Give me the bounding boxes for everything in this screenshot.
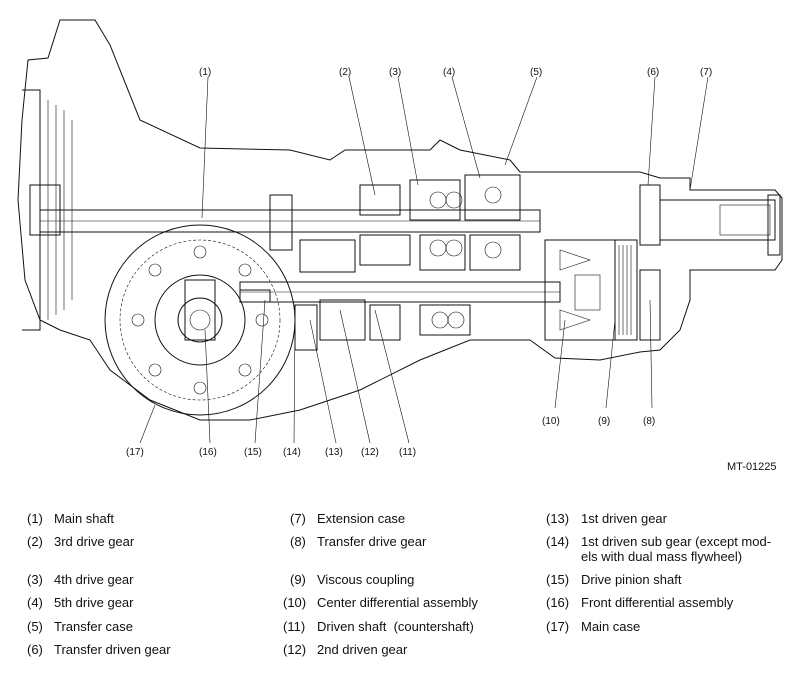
- legend-text: Transfer driven gear: [54, 642, 171, 657]
- callout-8: (8): [643, 416, 655, 427]
- callout-labels: (1) (2) (3) (4) (5) (6) (7) (8) (9) (10)…: [126, 67, 712, 458]
- drive-pinion-shaft: [239, 289, 271, 303]
- callout-5: (5): [530, 67, 542, 78]
- legend-text: 1st driven gear: [581, 511, 667, 526]
- callout-3: (3): [389, 67, 401, 78]
- legend-num: (7): [290, 511, 306, 526]
- legend-text: 5th drive gear: [54, 595, 134, 610]
- legend-num: (10): [283, 595, 307, 610]
- legend-text: 3rd drive gear: [54, 534, 135, 549]
- legend-text: Viscous coupling: [317, 572, 415, 587]
- callout-16: (16): [199, 447, 217, 458]
- legend-text: Drive pinion shaft: [581, 572, 682, 587]
- callout-9: (9): [598, 416, 610, 427]
- legend-num: (8): [290, 534, 306, 549]
- viscous-coupling: [614, 239, 638, 341]
- figure-code: MT-01225: [727, 461, 777, 473]
- transmission-cutaway-diagram: (1) (2) (3) (4) (5) (6) (7) (8) (9) (10)…: [17, 19, 783, 458]
- legend-num: (5): [27, 619, 43, 634]
- transfer-gears: [639, 184, 781, 341]
- legend-text: Front differential assembly: [581, 595, 734, 610]
- legend-text: Center differential assembly: [317, 595, 478, 610]
- legend-num: (15): [546, 572, 570, 587]
- callout-13: (13): [325, 447, 343, 458]
- legend-num: (13): [546, 511, 570, 526]
- legend-num: (2): [27, 534, 43, 549]
- legend-text: Main shaft: [54, 511, 114, 526]
- legend-num: (17): [546, 619, 570, 634]
- callout-14: (14): [283, 447, 301, 458]
- legend-text: 2nd driven gear: [317, 642, 408, 657]
- legend-num: (14): [546, 534, 570, 549]
- legend-num: (6): [27, 642, 43, 657]
- legend-text: Main case: [581, 619, 641, 634]
- callout-12: (12): [361, 447, 379, 458]
- legend-text: 4th drive gear: [54, 572, 134, 587]
- main-case-outline: [17, 19, 783, 421]
- legend-text: Extension case: [317, 511, 406, 526]
- callout-6: (6): [647, 67, 659, 78]
- drive-gears: [269, 174, 521, 273]
- callout-2: (2): [339, 67, 351, 78]
- callout-1: (1): [199, 67, 211, 78]
- legend-text: Transfer drive gear: [317, 534, 427, 549]
- legend-num: (12): [283, 642, 307, 657]
- legend-text: Driven shaft (countershaft): [317, 619, 474, 634]
- legend-text: 1st driven sub gear (except mod- els wit…: [581, 534, 772, 564]
- callout-17: (17): [126, 447, 144, 458]
- legend-num: (11): [283, 619, 306, 634]
- legend-num: (1): [27, 511, 43, 526]
- legend-num: (9): [290, 572, 306, 587]
- callout-11: (11): [399, 447, 416, 458]
- legend-num: (16): [546, 595, 570, 610]
- callout-7: (7): [700, 67, 712, 78]
- legend-text: Transfer case: [54, 619, 133, 634]
- callout-15: (15): [244, 447, 262, 458]
- legend-num: (3): [27, 572, 43, 587]
- callout-4: (4): [443, 67, 455, 78]
- legend-num: (4): [27, 595, 43, 610]
- leader-lines: [139, 76, 709, 444]
- callout-10: (10): [542, 416, 560, 427]
- driven-gears: [294, 299, 471, 351]
